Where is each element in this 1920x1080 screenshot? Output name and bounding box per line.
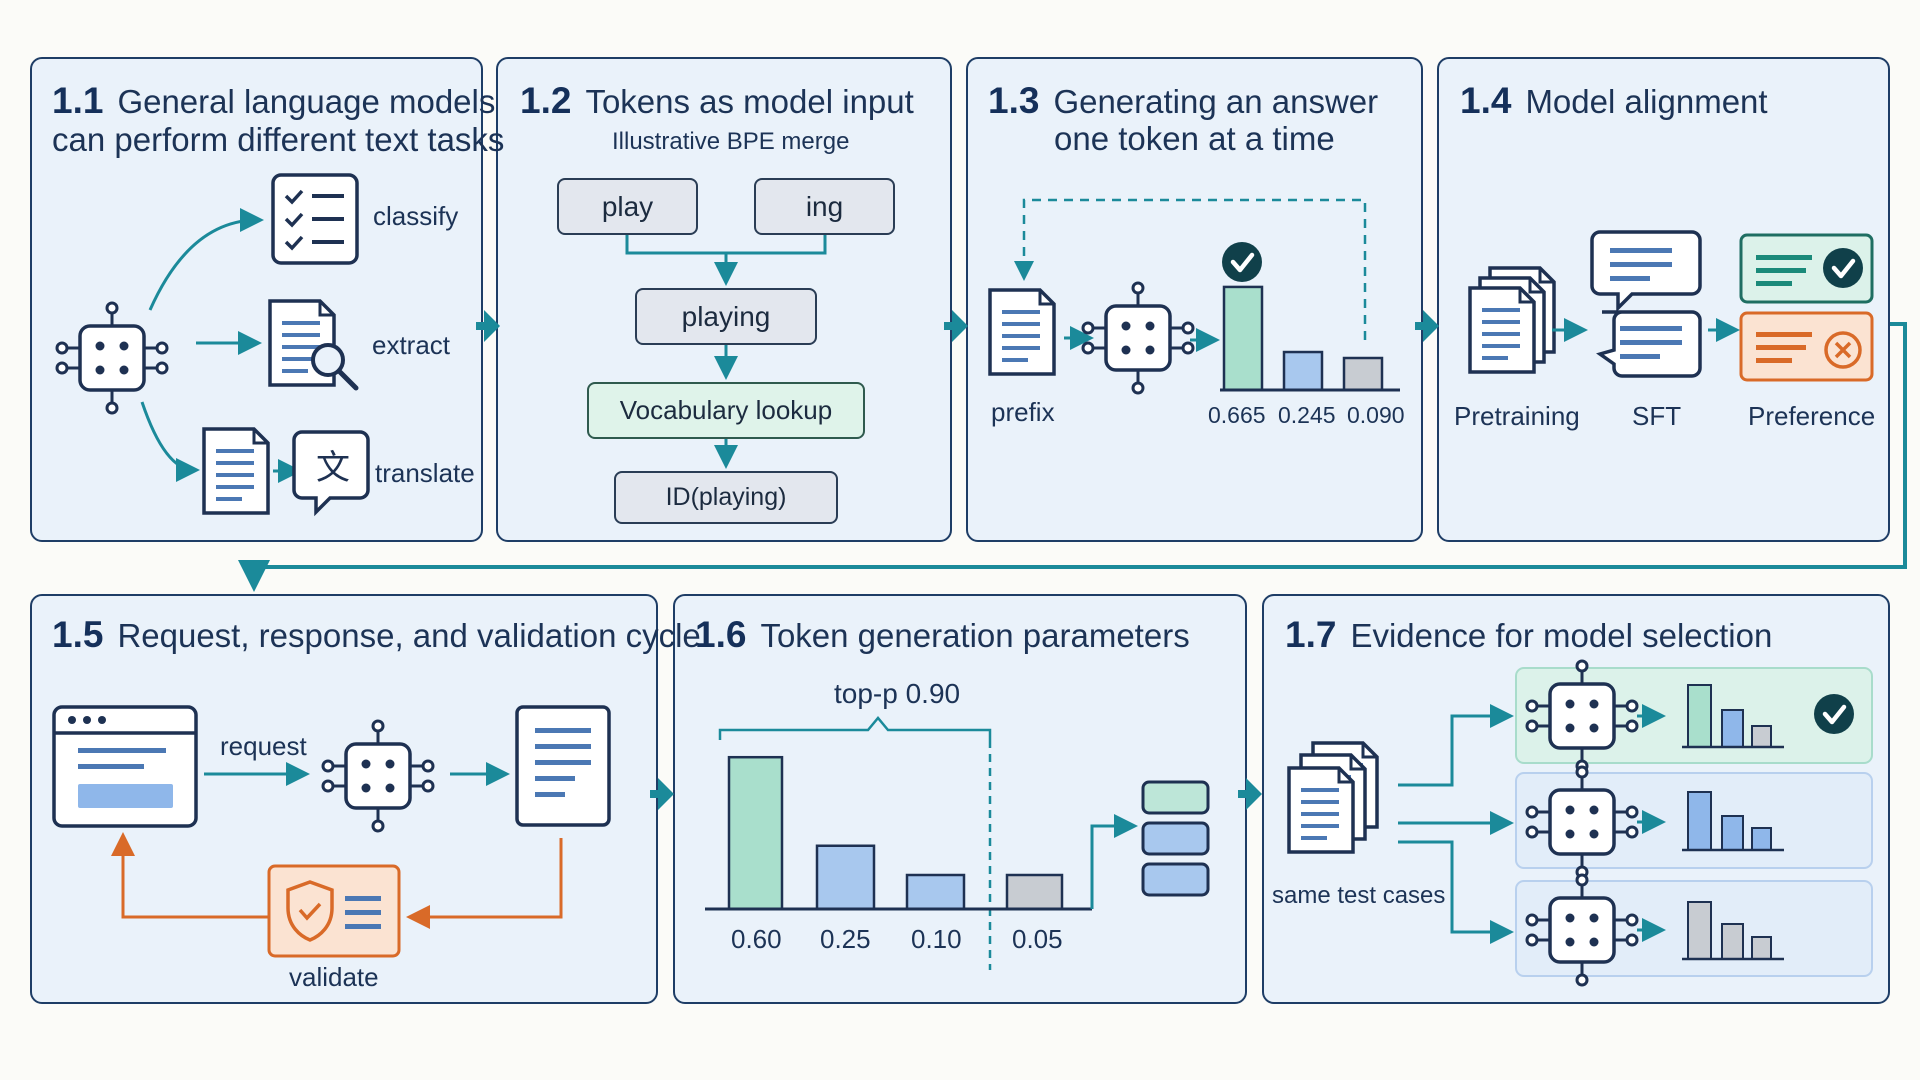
- row-connector-arrow: [238, 322, 1907, 592]
- prefix-label: prefix: [991, 397, 1055, 427]
- task-label-translate: translate: [375, 458, 475, 488]
- top-p-bracket: [718, 716, 992, 740]
- next-token-probability-bars: [1222, 285, 1384, 392]
- test-cases-label: same test cases: [1272, 882, 1446, 909]
- chart-bar: [905, 873, 966, 911]
- top-p-label: top-p 0.90: [834, 678, 961, 709]
- chart-bar: [727, 755, 784, 911]
- validate-shield-icon: [267, 864, 401, 958]
- panel-number: 1.1: [52, 80, 104, 121]
- panel-number: 1.3: [988, 80, 1040, 121]
- mini-score-chart: [1682, 791, 1784, 852]
- panel-heading: Request, response, and validation cycle: [117, 617, 701, 654]
- response-document-icon: [515, 705, 611, 827]
- panel-title-1-5: 1.5 Request, response, and validation cyc…: [52, 616, 701, 655]
- preference-reject-icon: [1739, 311, 1874, 382]
- merged-token-box: playing: [635, 288, 817, 345]
- bar-value-label: 0.05: [1012, 924, 1063, 954]
- panel-title-1-3: 1.3 Generating an answer: [988, 82, 1378, 121]
- model-chip-icon: [1081, 281, 1195, 395]
- selected-token-check-icon: [1222, 242, 1262, 282]
- svg-text:文: 文: [316, 448, 350, 488]
- document-search-icon: [268, 299, 359, 391]
- panel-title-1-4: 1.4 Model alignment: [1460, 82, 1768, 121]
- panel-heading: Token generation parameters: [760, 617, 1190, 654]
- probability-label: 0.245: [1278, 402, 1336, 428]
- stage-label-preference: Preference: [1748, 401, 1876, 431]
- probability-label: 0.665: [1208, 402, 1266, 428]
- panel-number: 1.4: [1460, 80, 1512, 121]
- token-box-ing: ing: [754, 178, 895, 235]
- bar-value-label: 0.10: [911, 924, 962, 954]
- checklist-icon: [271, 173, 359, 265]
- stage-label-sft: SFT: [1632, 401, 1682, 431]
- panel-title-1-2: 1.2 Tokens as model input: [520, 82, 914, 121]
- panel-subheading: can perform different text tasks: [52, 121, 505, 158]
- panel-subtitle-1-3: one token at a time: [1054, 120, 1335, 157]
- task-label-classify: classify: [373, 201, 459, 231]
- vocabulary-lookup-box: Vocabulary lookup: [587, 382, 865, 439]
- panel-heading: General language models: [117, 83, 496, 120]
- token-id-box: ID(playing): [614, 471, 838, 524]
- prefix-document-icon: [988, 288, 1056, 376]
- panel-heading: Model alignment: [1525, 83, 1768, 120]
- bar-value-label: 0.25: [820, 924, 871, 954]
- panel-number: 1.5: [52, 614, 104, 655]
- bar-value-label: 0.60: [731, 924, 782, 954]
- source-document-icon: [202, 427, 270, 515]
- panel-number: 1.2: [520, 80, 572, 121]
- model-chip-icon: [321, 719, 435, 833]
- probability-label: 0.090: [1347, 402, 1405, 428]
- panel-heading: Tokens as model input: [585, 83, 914, 120]
- panel-number: 1.7: [1285, 614, 1337, 655]
- flow-arrow-icon: [476, 310, 1439, 810]
- probability-bar: [1282, 350, 1324, 392]
- panel-title-1-7: 1.7 Evidence for model selection: [1285, 616, 1772, 655]
- test-cases-docs-icon: [1287, 741, 1379, 854]
- panel-heading: Evidence for model selection: [1350, 617, 1773, 654]
- mini-score-chart-best: [1682, 684, 1784, 749]
- request-label: request: [220, 731, 307, 761]
- preference-accept-icon: [1739, 233, 1874, 304]
- model-chip-icon: [55, 301, 169, 415]
- token-stack-icon: [1141, 780, 1210, 897]
- panel-title-1-1: 1.1 General language models can perform d…: [52, 82, 504, 159]
- task-label-extract: extract: [372, 330, 451, 360]
- chart-bar: [815, 844, 876, 911]
- translate-icon: 文: [292, 430, 370, 517]
- bpe-caption: Illustrative BPE merge: [612, 128, 850, 155]
- top-p-chart-bars: [727, 755, 1064, 911]
- sft-chat-icon: [1590, 230, 1702, 378]
- panel-heading: Generating an answer: [1053, 83, 1379, 120]
- probability-bar: [1342, 356, 1384, 392]
- panel-number: 1.6: [695, 614, 747, 655]
- validate-label: validate: [289, 962, 379, 992]
- browser-window-icon: [52, 705, 198, 828]
- token-box-play: play: [557, 178, 698, 235]
- mini-score-chart: [1682, 901, 1784, 961]
- probability-bar: [1222, 285, 1264, 392]
- pretraining-docs-icon: [1468, 266, 1556, 374]
- panel-title-1-6: 1.6 Token generation parameters: [695, 616, 1190, 655]
- best-model-check-icon: [1814, 694, 1854, 734]
- stage-label-pretraining: Pretraining: [1454, 401, 1580, 431]
- chart-bar: [1005, 873, 1064, 911]
